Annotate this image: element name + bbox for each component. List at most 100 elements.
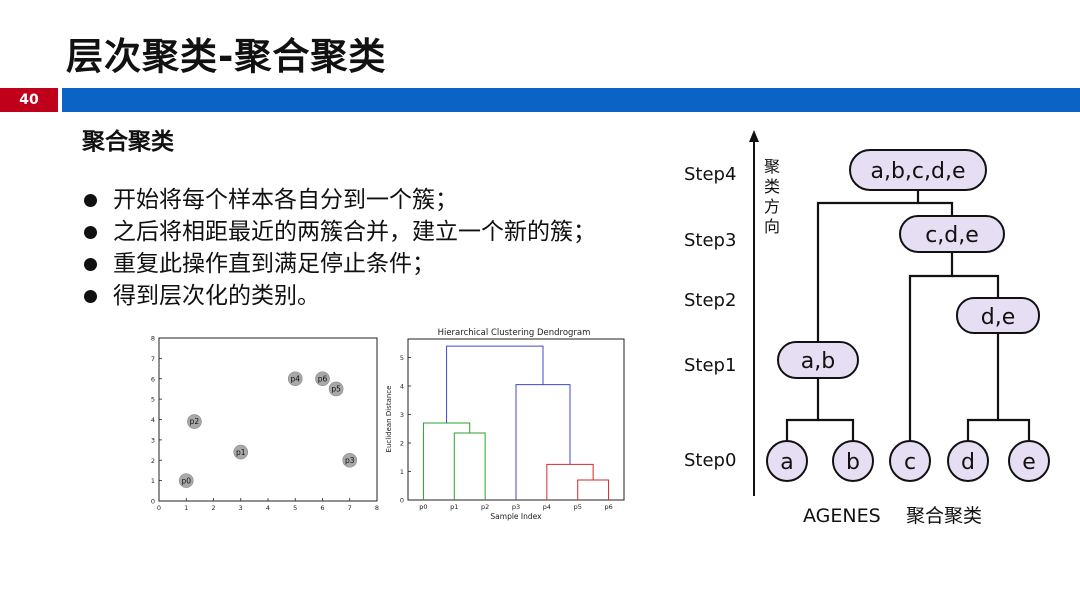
agnes-tree-diagram: Step4 Step3 Step2 Step1 Step0 聚 类 方 向 a,…: [684, 130, 1050, 527]
tree-node-abcde: a,b,c,d,e: [849, 149, 987, 191]
dendrogram-y-tick-label: 3: [400, 411, 404, 419]
bullet-item: 之后将相距最近的两簇合并，建立一个新的簇；: [84, 216, 596, 248]
bullet-dot-icon: [84, 257, 97, 271]
connector-cde-c: [908, 252, 954, 442]
scatter-x-tick-label: 5: [293, 504, 297, 512]
connector-de-e: [998, 418, 1031, 442]
scatter-y-tick-label: 5: [151, 396, 155, 404]
dendrogram-leaf-label: p3: [512, 503, 520, 511]
dendrogram-y-tick-label: 4: [400, 383, 404, 391]
bullet-text: 之后将相距最近的两簇合并，建立一个新的簇；: [113, 219, 596, 245]
page-number: 40: [19, 92, 39, 108]
dendrogram-xlabel: Sample Index: [490, 512, 542, 521]
tree-leaf-e: e: [1008, 440, 1050, 482]
arrow-up-icon: [749, 130, 759, 142]
tree-leaf-b: b: [832, 440, 874, 482]
dendrogram-leaf-label: p0: [419, 503, 427, 511]
dendrogram-leaf-label: p2: [481, 503, 489, 511]
dendrogram-y-tick-label: 2: [400, 440, 404, 448]
svg-text:e: e: [1022, 450, 1036, 475]
dendrogram-y-tick-label: 0: [400, 497, 404, 505]
scatter-point-label: p3: [345, 456, 355, 465]
tree-node-de: d,e: [956, 297, 1040, 334]
section-heading: 聚合聚类: [82, 129, 174, 155]
scatter-point: [287, 371, 303, 387]
caption-agglomerative: 聚合聚类: [906, 505, 982, 527]
connector-cde-de: [952, 274, 1000, 298]
dendrogram-leaf-label: p6: [604, 503, 612, 511]
bullet-item: 开始将每个样本各自分到一个簇；: [84, 184, 596, 216]
scatter-x-tick-label: 4: [266, 504, 270, 512]
scatter-point-label: p4: [290, 374, 300, 383]
svg-text:a: a: [780, 450, 793, 475]
scatter-point-label: p2: [190, 417, 200, 426]
scatter-point: [328, 381, 344, 397]
page-number-badge: 40: [0, 88, 58, 112]
step-label-1: Step1: [684, 355, 736, 376]
dendrogram-leaf-label: p5: [574, 503, 582, 511]
dendrogram-title: Hierarchical Clustering Dendrogram: [438, 328, 591, 338]
bullet-text: 重复此操作直到满足停止条件；: [113, 251, 435, 277]
scatter-x-tick-label: 3: [239, 504, 243, 512]
direction-char: 类: [764, 177, 780, 196]
dendrogram-ylabel: Euclidean Distance: [385, 386, 393, 453]
bullet-dot-icon: [84, 225, 97, 239]
bullet-dot-icon: [84, 193, 97, 207]
caption-agenes: AGENES: [803, 505, 881, 527]
header-bar: [62, 88, 1080, 112]
tree-leaf-a: a: [766, 440, 808, 482]
connector-ab-b: [818, 418, 855, 442]
scatter-x-tick-label: 1: [184, 504, 188, 512]
scatter-y-tick-label: 7: [151, 355, 155, 363]
scatter-point: [233, 444, 249, 460]
scatter-y-tick-label: 6: [151, 375, 155, 383]
dendrogram-leaf-label: p4: [543, 503, 551, 511]
dendrogram-link: [446, 345, 544, 424]
svg-text:b: b: [846, 450, 860, 475]
connector-ab-a: [785, 378, 820, 442]
bullet-list: 开始将每个样本各自分到一个簇； 之后将相距最近的两簇合并，建立一个新的簇； 重复…: [84, 184, 596, 312]
step-label-2: Step2: [684, 290, 736, 311]
connector-abcde-ab: [816, 190, 920, 342]
scatter-point: [178, 473, 194, 488]
bullet-text: 开始将每个样本各自分到一个簇；: [113, 187, 458, 213]
scatter-x-tick-label: 0: [157, 504, 161, 512]
connector-abcde-cde: [918, 201, 954, 216]
direction-char: 聚: [764, 157, 780, 176]
tree-connectors: [785, 190, 1031, 442]
step-label-0: Step0: [684, 450, 736, 471]
scatter-point-label: p1: [236, 448, 246, 457]
tree-node-ab: a,b: [777, 341, 859, 379]
scatter-y-tick-label: 8: [151, 335, 155, 343]
scatter-x-tick-label: 7: [348, 504, 352, 512]
scatter-point: [187, 414, 202, 429]
scatter-point-label: p5: [331, 385, 341, 394]
bullet-item: 重复此操作直到满足停止条件；: [84, 248, 596, 280]
bullet-text: 得到层次化的类别。: [113, 283, 320, 309]
bullet-item: 得到层次化的类别。: [84, 280, 596, 312]
dendrogram-y-tick-label: 5: [400, 354, 404, 362]
svg-text:c,d,e: c,d,e: [925, 223, 979, 248]
scatter-point-label: p0: [181, 476, 191, 485]
scatter-point: [315, 371, 330, 387]
bullet-dot-icon: [84, 289, 97, 303]
svg-text:a,b,c,d,e: a,b,c,d,e: [870, 159, 965, 184]
svg-text:d,e: d,e: [981, 305, 1016, 330]
direction-char: 方: [764, 197, 780, 216]
tree-leaf-c: c: [889, 440, 931, 482]
dendrogram-chart: Hierarchical Clustering Dendrogram Eucli…: [385, 328, 625, 521]
dendrogram-link: [546, 463, 594, 500]
step-label-3: Step3: [684, 230, 736, 251]
tree-node-cde: c,d,e: [899, 215, 1005, 253]
slide-title: 层次聚类-聚合聚类: [66, 35, 387, 78]
scatter-y-tick-label: 1: [151, 477, 155, 485]
dendrogram-y-tick-label: 1: [400, 468, 404, 476]
scatter-point-label: p6: [318, 374, 328, 383]
connector-de-d: [966, 333, 1000, 442]
scatter-x-tick-label: 6: [320, 504, 324, 512]
scatter-y-tick-label: 3: [151, 436, 155, 444]
direction-char: 向: [764, 217, 780, 236]
step-label-4: Step4: [684, 164, 736, 185]
scatter-x-tick-label: 2: [211, 504, 215, 512]
